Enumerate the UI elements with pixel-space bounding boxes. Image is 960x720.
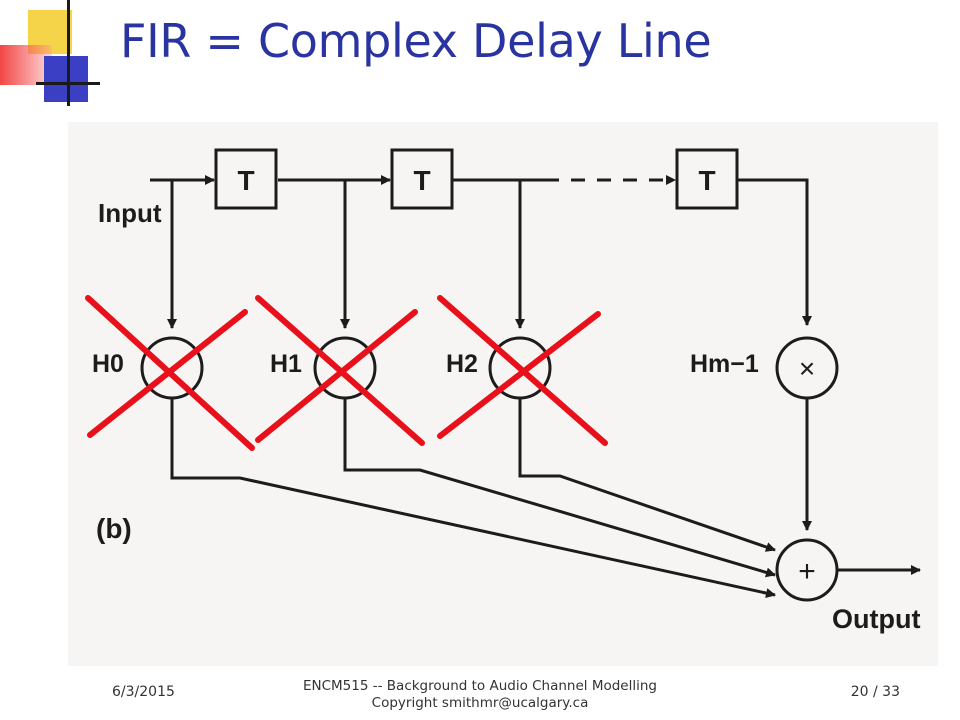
tap-label-h1: H1 xyxy=(270,350,302,378)
sum-line-h2 xyxy=(518,398,776,552)
cross-h1-b xyxy=(255,309,418,443)
delay-box-1 xyxy=(214,148,278,210)
cross-h2-b xyxy=(437,311,601,439)
slide-title: FIR = Complex Delay Line xyxy=(120,14,712,68)
figure-label: (b) xyxy=(96,513,132,544)
tap-label-h2: H2 xyxy=(446,350,478,378)
footer-course-info: ENCM515 -- Background to Audio Channel M… xyxy=(0,678,960,712)
decor-horizontal-line xyxy=(36,82,100,85)
decor-red-square xyxy=(0,45,52,85)
footer-course-line: ENCM515 -- Background to Audio Channel M… xyxy=(302,678,657,694)
footer-copyright: Copyright smithmr@ucalgary.ca xyxy=(371,695,589,711)
page-total: 33 xyxy=(882,684,900,700)
delay-box-2 xyxy=(390,148,454,210)
sum-symbol: + xyxy=(798,555,816,588)
page-separator: / xyxy=(873,684,878,700)
output-label: Output xyxy=(832,604,920,634)
last-delay-out xyxy=(738,178,812,326)
multiply-symbol: × xyxy=(799,353,815,384)
delay-label-1: T xyxy=(237,165,254,196)
delay-label-2: T xyxy=(413,165,430,196)
sum-line-h1 xyxy=(343,398,776,578)
decor-vertical-line xyxy=(67,0,70,106)
input-label: Input xyxy=(98,198,162,228)
page-current: 20 xyxy=(850,684,869,700)
cross-h0-b xyxy=(87,309,248,438)
tap-label-hm-1: Hm−1 xyxy=(690,350,759,378)
delay-box-3 xyxy=(675,148,739,210)
footer-page-number: 20 / 33 xyxy=(851,684,900,700)
sum-line-h0 xyxy=(170,398,776,598)
footer-date: 6/3/2015 xyxy=(112,684,175,700)
tap-label-h0: H0 xyxy=(92,350,124,378)
decor-blue-square xyxy=(44,56,88,102)
delay-label-3: T xyxy=(698,165,715,196)
